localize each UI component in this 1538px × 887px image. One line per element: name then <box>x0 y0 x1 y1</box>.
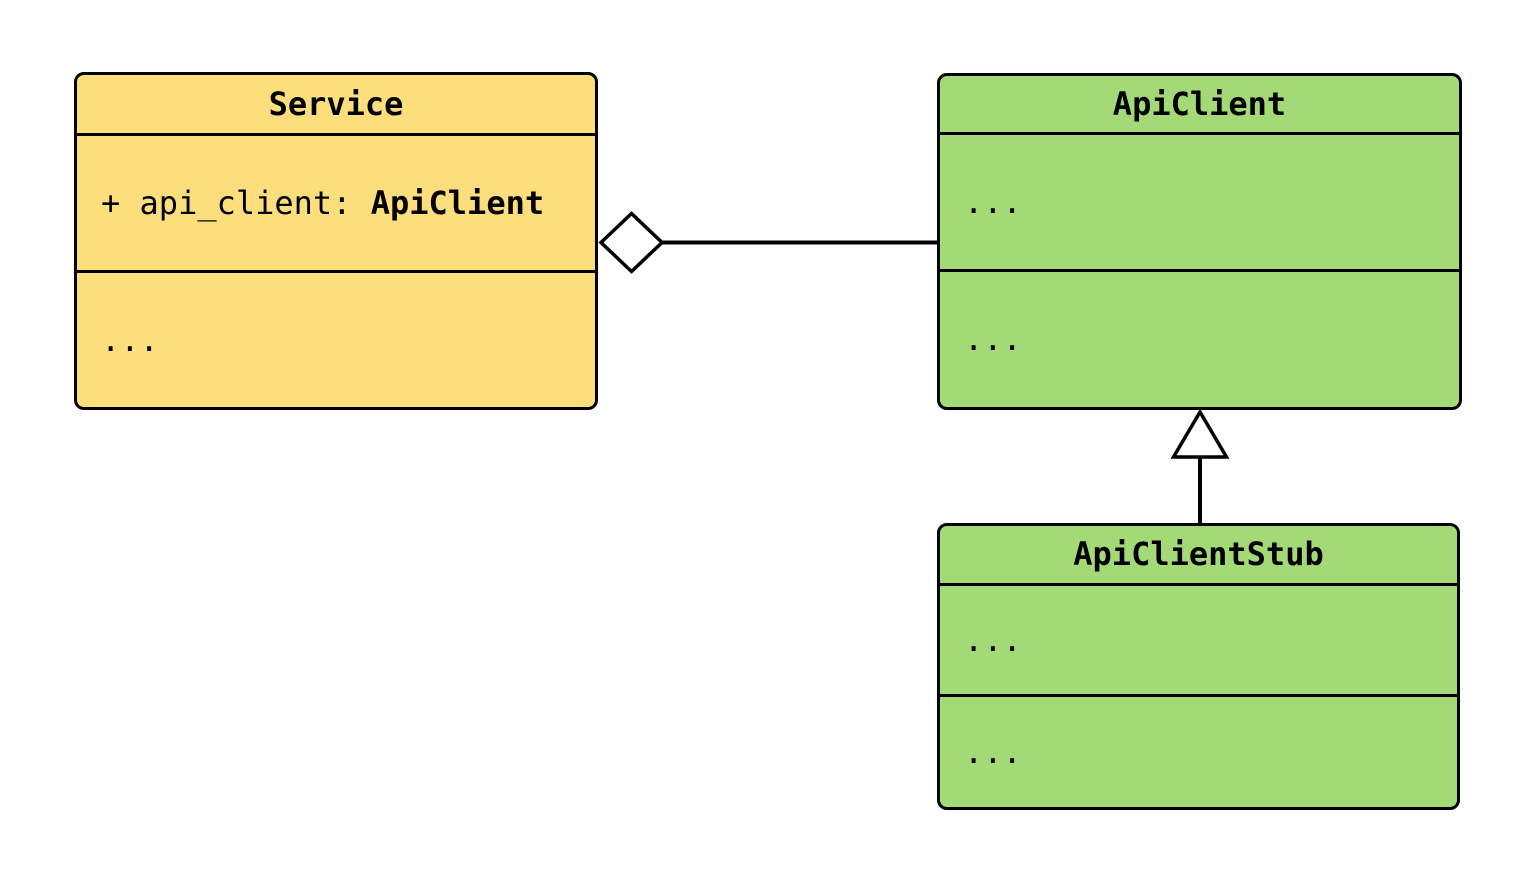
aggregation-connector <box>598 211 939 274</box>
inheritance-connector <box>1170 408 1230 526</box>
class-apiclientstub-title: ApiClientStub <box>940 526 1457 586</box>
class-apiclient-attributes-section: ... <box>964 182 1022 221</box>
class-apiclient-methods-section: ... <box>940 269 1459 407</box>
class-apiclientstub-attributes-section: ... <box>964 620 1022 659</box>
attribute-visibility-and-name: + api_client: <box>101 183 371 222</box>
class-service-attributes-section: + api_client: ApiClient <box>77 136 595 270</box>
class-apiclientstub: ApiClientStub ... ... <box>937 523 1460 810</box>
inheritance-triangle-icon <box>1170 408 1230 459</box>
class-apiclient: ApiClient ... ... <box>937 73 1462 410</box>
class-service-methods-section: ... <box>77 270 595 407</box>
class-apiclientstub-methods-section: ... <box>940 694 1457 807</box>
class-service: Service + api_client: ApiClient ... <box>74 72 598 410</box>
attribute-type: ApiClient <box>370 183 545 222</box>
class-service-title: Service <box>77 75 595 136</box>
class-apiclient-title: ApiClient <box>940 76 1459 135</box>
aggregation-diamond-icon <box>598 211 665 274</box>
